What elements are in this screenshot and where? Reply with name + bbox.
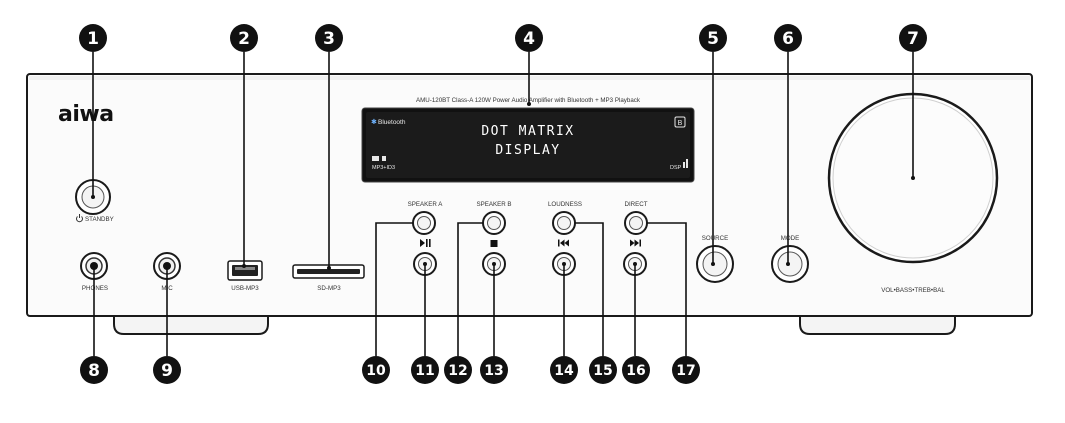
callout-5: 5 [699,24,727,52]
callout-number: 4 [523,29,535,49]
callout-number: 5 [707,29,719,49]
callout-2: 2 [230,24,258,52]
callout-7: 7 [899,24,927,52]
display-badge: B [678,120,683,127]
callout-6: 6 [774,24,802,52]
display-badge-frame [674,116,686,128]
power-icon [76,214,83,223]
callout-11: 11 [411,356,439,384]
display-line-2: DISPLAY [495,143,560,158]
brand-logo: aiwa [58,102,114,127]
speaker-a-label: SPEAKER A [408,201,444,208]
leader-dots [91,102,915,270]
callout-1: 1 [79,24,107,52]
dot-matrix-display [361,107,695,183]
speaker-b-button[interactable] [482,211,506,235]
previous-icon [558,239,569,247]
callout-number: 3 [323,29,335,49]
speaker-b-label: SPEAKER B [476,201,511,208]
callout-number: 17 [676,363,695,379]
callout-number: 1 [87,29,99,49]
next-icon [630,239,641,247]
callout-number: 16 [626,363,645,379]
display-line-1: DOT MATRIX [481,124,574,139]
direct-label: DIRECT [624,201,647,208]
phones-label: PHONES [82,285,108,292]
callout-number: 8 [88,361,100,381]
source-label: SOURCE [702,235,728,242]
direct-button[interactable] [624,211,648,235]
bluetooth-icon: ✱ [371,118,377,126]
callout-leader-lines [92,52,914,356]
callout-number: 10 [366,363,386,379]
usb-port[interactable] [227,260,263,281]
stop-icon [490,240,498,247]
loudness-label: LOUDNESS [548,201,582,208]
callout-number: 9 [161,361,173,381]
speaker-a-button[interactable] [412,211,436,235]
left-foot [113,315,269,335]
standby-label: STANDBY [85,216,114,223]
signal-icon [683,159,688,168]
bluetooth-indicator: Bluetooth [378,119,406,126]
right-foot [799,315,956,335]
callout-number: 15 [593,363,612,379]
callout-number: 6 [782,29,794,49]
callout-3: 3 [315,24,343,52]
callout-number: 2 [238,29,250,49]
knob-label: VOL•BASS•TREB•BAL [881,287,945,294]
callout-number: 14 [554,363,574,379]
usb-label: USB-MP3 [231,285,259,292]
callout-number: 7 [907,29,919,49]
mp3-icon [372,156,386,161]
mp3-id3-indicator: MP3+ID3 [372,165,395,171]
sd-card-slot[interactable] [292,264,365,279]
callout-13: 13 [480,356,508,384]
callout-number: 12 [448,363,467,379]
loudness-button[interactable] [552,211,576,235]
callout-10: 10 [362,356,390,384]
callout-16: 16 [622,356,650,384]
callout-number: 13 [484,363,503,379]
callout-8: 8 [80,356,108,384]
callout-9: 9 [153,356,181,384]
mode-label: MODE [781,235,800,242]
play-pause-icon [420,239,431,247]
callout-14: 14 [550,356,578,384]
callout-15: 15 [589,356,617,384]
callout-17: 17 [672,356,700,384]
callout-4: 4 [515,24,543,52]
sd-label: SD-MP3 [317,285,341,292]
callout-12: 12 [444,356,472,384]
dsp-indicator: DSP [670,165,682,171]
callout-number: 11 [415,363,434,379]
